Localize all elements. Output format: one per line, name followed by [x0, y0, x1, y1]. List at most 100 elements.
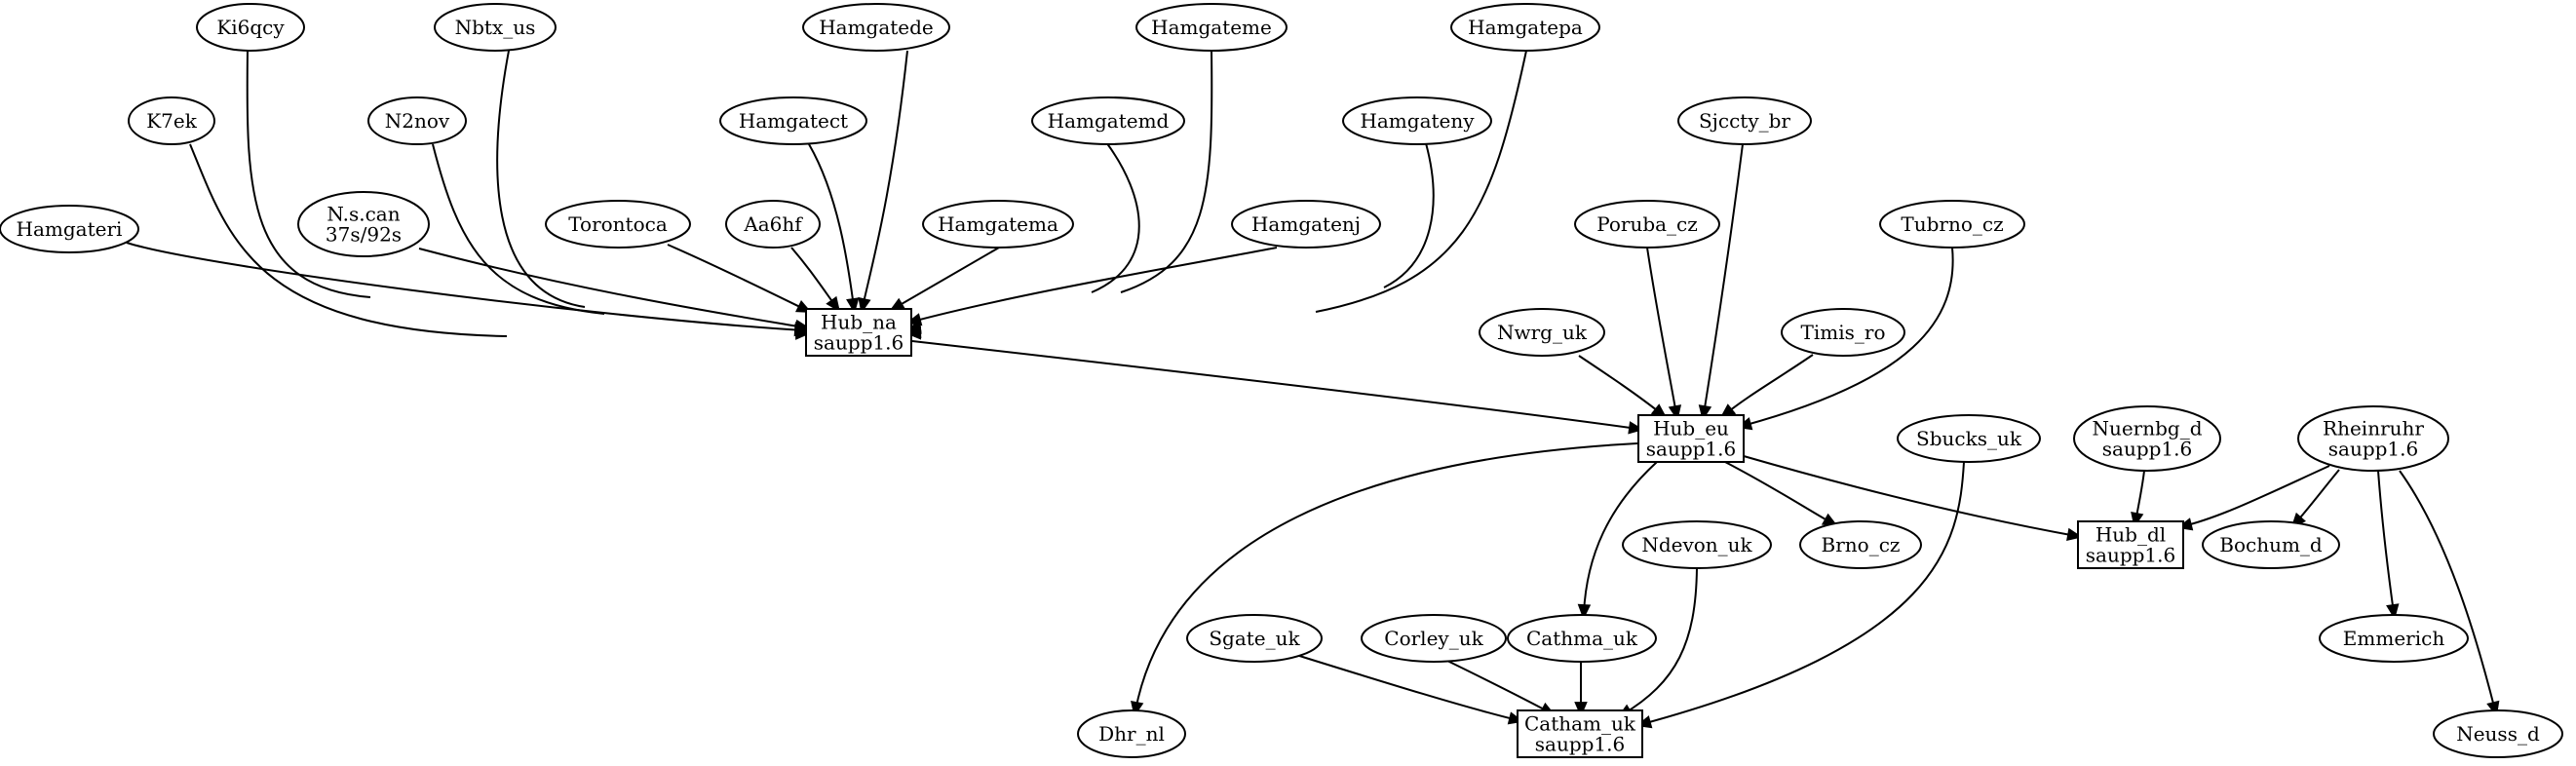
node-label: Sgate_uk — [1209, 627, 1300, 650]
node-label: Hamgatede — [819, 16, 934, 39]
arrow-head — [1574, 702, 1588, 717]
edge-line — [1134, 442, 1638, 711]
node-sjccty_br: Sjccty_br — [1677, 96, 1812, 145]
node-k7ek: K7ek — [128, 96, 215, 145]
node-label: Nbtx_us — [455, 16, 536, 39]
node-ellipse — [1799, 520, 1922, 569]
edge-hamgatede-to-hub_na — [858, 50, 908, 314]
edge-line — [1091, 141, 1140, 293]
node-ellipse — [434, 3, 557, 52]
node-label: Hub_eu — [1653, 417, 1729, 440]
edge-hub_eu-to-dhr_nl — [1131, 442, 1638, 717]
node-ellipse — [1574, 200, 1720, 249]
node-ellipse — [1231, 200, 1381, 249]
node-ellipse — [1450, 3, 1600, 52]
node-label: Hamgateme — [1151, 16, 1272, 39]
edge-hub_eu-to-brno_cz — [1724, 461, 1839, 527]
node-neuss_d: Neuss_d — [2433, 709, 2563, 758]
node-ki6qcy: Ki6qcy — [196, 3, 305, 52]
edge-line — [894, 247, 1000, 309]
node-hamgateny: Hamgateny — [1342, 96, 1492, 145]
edge-hub_eu-to-cathma_uk — [1577, 461, 1658, 620]
node-box — [805, 308, 912, 357]
edge-line — [1578, 355, 1663, 415]
node-ellipse — [1781, 308, 1905, 357]
node-ellipse — [2202, 520, 2340, 569]
edge-hub_eu-to-hub_dl — [1743, 455, 2083, 542]
node-label: 37s/92s — [326, 223, 402, 247]
node-label: Hamgateny — [1360, 109, 1475, 133]
node-nwrg_uk: Nwrg_uk — [1479, 308, 1605, 357]
arrow-head — [1577, 603, 1592, 620]
edge-line — [1724, 461, 1833, 524]
edge-line — [1315, 50, 1527, 313]
node-tubrno_cz: Tubrno_cz — [1879, 200, 2025, 249]
arrow-head — [905, 325, 922, 339]
edge-line — [1703, 143, 1744, 415]
nodes-layer: HamgateriKi6qcyK7ekNbtx_usN2novN.s.can37… — [0, 3, 2563, 758]
node-cathma_uk: Cathma_uk — [1507, 614, 1657, 663]
edge-torontoca-to-hub_na — [667, 244, 813, 313]
edge-rheinruhr-to-neuss_d — [2399, 470, 2500, 717]
node-ellipse — [1361, 614, 1507, 663]
node-label: Ndevon_uk — [1641, 533, 1752, 556]
edge-line — [189, 143, 508, 337]
edge-line — [808, 143, 855, 308]
node-hamgateme: Hamgateme — [1135, 3, 1288, 52]
node-label: Hamgatemd — [1048, 109, 1170, 133]
node-hamgatenj: Hamgatenj — [1231, 200, 1381, 249]
edge-line — [1120, 50, 1213, 293]
edge-line — [790, 247, 837, 308]
arrow-head — [826, 295, 841, 313]
edge-hamgatema-to-hub_na — [889, 247, 1000, 312]
node-box — [1517, 709, 1643, 758]
edge-line — [667, 244, 807, 311]
node-label: Nuernbg_d — [2092, 417, 2202, 440]
edge-sgate_uk-to-catham_uk — [1295, 654, 1524, 725]
node-ellipse — [297, 191, 430, 257]
edge-hub_na-to-hub_eu — [911, 340, 1644, 435]
node-hamgateri: Hamgateri — [0, 205, 139, 253]
edge-line — [911, 340, 1638, 430]
node-ellipse — [128, 96, 215, 145]
node-hamgatepa: Hamgatepa — [1450, 3, 1600, 52]
edge-hamgatenj-to-hub_na — [905, 247, 1278, 326]
edge-aa6hf-to-hub_na — [790, 247, 841, 313]
edge-line — [1743, 455, 2077, 537]
node-ellipse — [1507, 614, 1657, 663]
node-label: saupp1.6 — [2102, 438, 2192, 461]
node-ellipse — [2073, 405, 2221, 472]
edge-line — [2399, 470, 2496, 711]
node-label: Cathma_uk — [1526, 627, 1638, 650]
node-n2nov: N2nov — [367, 96, 467, 145]
node-hamgatect: Hamgatect — [719, 96, 867, 145]
node-sbucks_uk: Sbucks_uk — [1897, 414, 2041, 463]
node-hamgatema: Hamgatema — [922, 200, 1074, 249]
edge-poruba_cz-to-hub_eu — [1646, 247, 1682, 421]
edge-line — [496, 50, 586, 308]
edge-line — [1724, 354, 1814, 415]
node-label: Bochum_d — [2219, 533, 2323, 556]
edge-nbtx_us-to-hub_na — [496, 50, 811, 335]
node-poruba_cz: Poruba_cz — [1574, 200, 1720, 249]
node-ellipse — [2433, 709, 2563, 758]
edge-sjccty_br-to-hub_eu — [1698, 143, 1744, 421]
edge-line — [418, 248, 805, 328]
node-ellipse — [1622, 520, 1772, 569]
edge-line — [1383, 142, 1435, 288]
edge-rheinruhr-to-emmerich — [2377, 470, 2400, 620]
node-ellipse — [1186, 614, 1323, 663]
node-label: Hamgateri — [17, 217, 123, 241]
node-timis_ro: Timis_ro — [1781, 308, 1905, 357]
node-ellipse — [922, 200, 1074, 249]
node-label: Torontoca — [568, 212, 668, 236]
node-label: saupp1.6 — [814, 331, 904, 355]
node-ellipse — [1479, 308, 1605, 357]
edge-hamgateri-to-hub_na — [126, 242, 810, 337]
arrow-head — [2386, 603, 2400, 620]
edge-line — [1446, 660, 1551, 713]
edge-line — [246, 50, 371, 298]
